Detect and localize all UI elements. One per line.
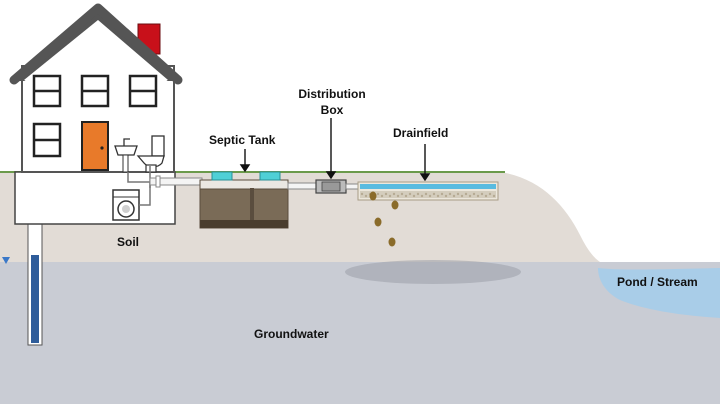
septic-tank-label: Septic Tank [209, 133, 276, 147]
gravel-stone [476, 194, 480, 198]
basement [14, 171, 176, 225]
gravel-stone [468, 194, 472, 198]
distribution-box [315, 179, 347, 194]
pond-stream [598, 268, 720, 318]
gravel-stone [396, 194, 400, 198]
gravel-stone [360, 192, 364, 196]
window [32, 74, 158, 108]
distribution-box-label-line2: Box [320, 103, 344, 117]
distribution-box-label-line1: Distribution [298, 87, 366, 101]
gravel-stone [388, 194, 392, 198]
groundwater-layer [0, 262, 720, 404]
gravel-stone [400, 192, 404, 196]
gravel-stone [464, 192, 468, 196]
door [81, 121, 109, 171]
gravel-stone [444, 194, 448, 198]
gravel-stone [428, 194, 432, 198]
sink-icon [114, 138, 138, 173]
gravel-stone [376, 192, 380, 196]
gravel-stone [432, 192, 436, 196]
gravel-stone [436, 194, 440, 198]
sewer-pipe [149, 175, 203, 188]
gravel-stone [392, 192, 396, 196]
gravel-stone [380, 194, 384, 198]
effluent-drops [369, 191, 399, 247]
groundwater-label: Groundwater [254, 327, 329, 341]
gravel-stone [480, 192, 484, 196]
washing-machine-icon [112, 189, 140, 221]
effluent-pipe [287, 182, 319, 190]
gravel-stone [484, 194, 488, 198]
pond-stream-label: Pond / Stream [617, 275, 698, 289]
house [9, 3, 183, 173]
drainfield-trench [357, 181, 499, 201]
gravel-stone [412, 194, 416, 198]
label-arrow [239, 118, 431, 182]
drainfield-label: Drainfield [393, 126, 449, 140]
gravel-stone [460, 194, 464, 198]
gravel-stone [448, 192, 452, 196]
water-table-marker-icon [2, 257, 10, 264]
soil-label: Soil [117, 235, 140, 249]
gravel-stone [420, 194, 424, 198]
septic-tank [199, 171, 289, 229]
gravel-stone [384, 192, 388, 196]
gravel-stone [456, 192, 460, 196]
drainfield-gravel [360, 192, 496, 198]
toilet-icon [136, 135, 165, 173]
gravel-stone [488, 192, 492, 196]
distribution-box-label: Distribution Box [290, 86, 374, 118]
gravel-stone [472, 192, 476, 196]
gravel-stone [404, 194, 408, 198]
gravel-stone [492, 194, 496, 198]
gravel-stone [424, 192, 428, 196]
gravel-stone [364, 194, 368, 198]
gravel-stone [452, 194, 456, 198]
gravel-stone [440, 192, 444, 196]
effluent-plume [345, 260, 521, 284]
window [32, 122, 62, 158]
gravel-stone [408, 192, 412, 196]
gravel-stone [416, 192, 420, 196]
